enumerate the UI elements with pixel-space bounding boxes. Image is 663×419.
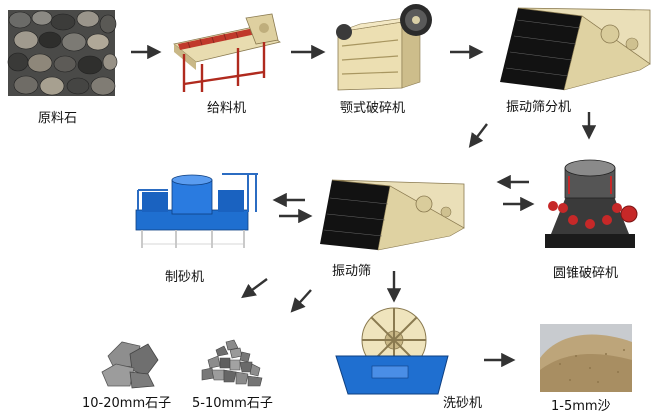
arrow-to-5-10: [290, 289, 312, 313]
stone-10-20-photo: [101, 341, 159, 389]
vibrating-screen-1-label: 振动筛分机: [506, 100, 572, 115]
sand-washer-illustration: [335, 307, 449, 395]
sand-maker-label: 制砂机: [165, 270, 205, 285]
stone-5-10-photo: [201, 339, 263, 387]
arrow-screen-to-screen2: [468, 123, 488, 148]
stone-10-20-label: 10-20mm石子: [82, 396, 172, 411]
vibrating-screen-2-illustration: [320, 179, 465, 251]
cone-crusher-illustration: [545, 159, 638, 248]
feeder-label: 给料机: [207, 101, 247, 116]
sand-washer-label: 洗砂机: [443, 396, 483, 411]
feeder-illustration: [173, 13, 281, 92]
raw-stone-photo: [7, 10, 118, 96]
stone-5-10-label: 5-10mm石子: [192, 396, 273, 411]
cone-crusher-label: 圆锥破碎机: [553, 266, 619, 281]
jaw-crusher-label: 颚式破碎机: [340, 101, 406, 116]
jaw-crusher-illustration: [336, 4, 432, 91]
raw-stone-label: 原料石: [38, 111, 78, 126]
sand-1-5-label: 1-5mm沙: [551, 399, 611, 414]
sand-maker-illustration: [135, 173, 258, 248]
sand-1-5-photo: [540, 324, 632, 392]
arrow-to-10-20: [241, 278, 268, 299]
vibrating-screen-2-label: 振动筛: [332, 264, 372, 279]
vibrating-screen-1-illustration: [500, 7, 651, 91]
